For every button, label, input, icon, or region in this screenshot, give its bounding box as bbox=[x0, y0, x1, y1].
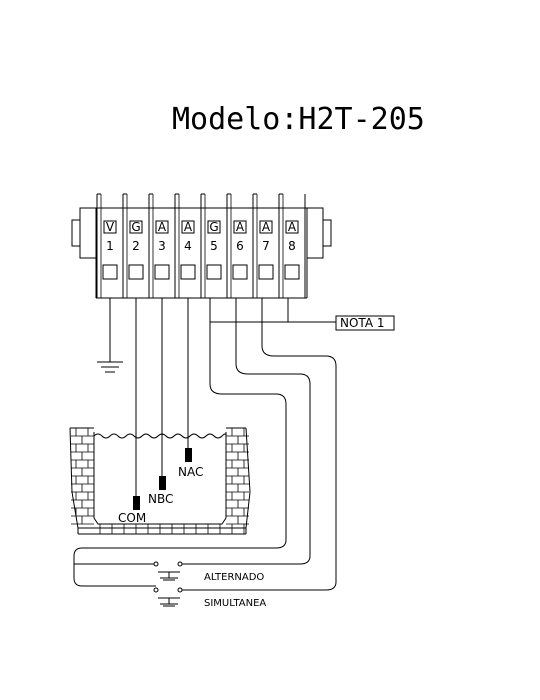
terminal-6: A6 bbox=[226, 193, 248, 298]
electrode-nbc: NBC bbox=[148, 476, 173, 506]
tank-bricks bbox=[71, 428, 249, 534]
terminal-3: A3 bbox=[148, 193, 170, 298]
note-label: NOTA 1 bbox=[340, 316, 384, 330]
note-bus bbox=[209, 298, 336, 323]
terminal-3-number: 3 bbox=[158, 239, 166, 253]
electrode-com: COM bbox=[118, 496, 146, 525]
terminal-6-letter: A bbox=[236, 220, 245, 234]
terminal-4: A4 bbox=[174, 193, 196, 298]
electrode-com-label: COM bbox=[118, 511, 146, 525]
terminal-4-number: 4 bbox=[184, 239, 192, 253]
terminal-7-number: 7 bbox=[262, 239, 270, 253]
terminal-3-letter: A bbox=[158, 220, 167, 234]
terminal-5-number: 5 bbox=[210, 239, 218, 253]
water-level bbox=[93, 433, 227, 439]
terminal-1-number: 1 bbox=[106, 239, 114, 253]
terminal-8-number: 8 bbox=[288, 239, 296, 253]
electrode-nbc-label: NBC bbox=[148, 492, 173, 506]
switch-simultanea: SIMULTANEA bbox=[153, 587, 266, 609]
terminal-1: V1 bbox=[96, 193, 118, 298]
note-box: NOTA 1 bbox=[335, 315, 395, 331]
terminal-6-number: 6 bbox=[236, 239, 244, 253]
electrode-nac-label: NAC bbox=[178, 465, 203, 479]
terminal-1-letter: V bbox=[106, 220, 115, 234]
electrode-wires bbox=[135, 298, 189, 496]
terminal-7-letter: A bbox=[262, 220, 271, 234]
ground-symbol bbox=[97, 298, 123, 373]
switch-alternado-label: ALTERNADO bbox=[204, 572, 264, 583]
terminal-2-number: 2 bbox=[132, 239, 140, 253]
switch-wires bbox=[73, 322, 337, 591]
terminal-4-letter: A bbox=[184, 220, 193, 234]
terminal-5: G5 bbox=[200, 193, 222, 298]
terminal-8-letter: A bbox=[288, 220, 297, 234]
electrode-nac: NAC bbox=[178, 448, 203, 479]
model-title: Modelo:H2T-205 bbox=[172, 102, 425, 137]
switch-alternado: ALTERNADO bbox=[153, 561, 264, 583]
terminal-7: A7 bbox=[252, 193, 274, 298]
terminal-5-letter: G bbox=[209, 220, 218, 234]
switch-simultanea-label: SIMULTANEA bbox=[204, 598, 266, 609]
terminal-2-letter: G bbox=[131, 220, 140, 234]
terminal-8: A8 bbox=[278, 193, 300, 298]
terminal-2: G2 bbox=[122, 193, 144, 298]
